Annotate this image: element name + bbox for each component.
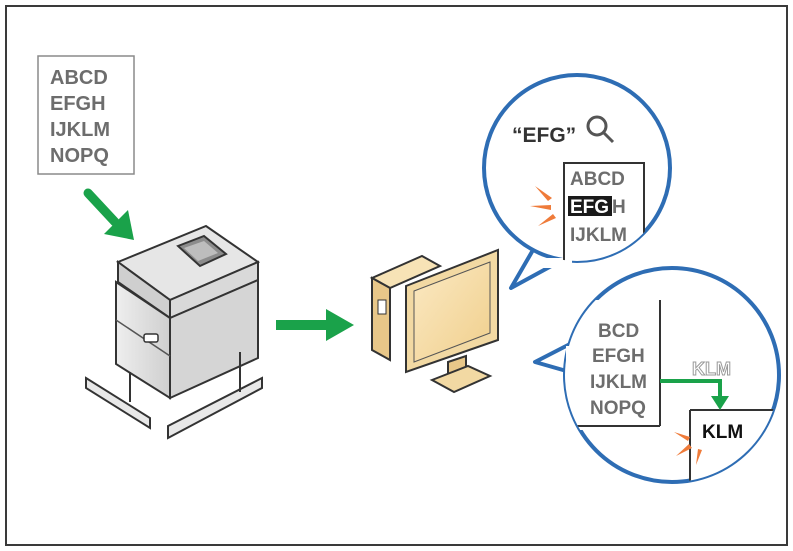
document-line-1: ABCD: [50, 67, 108, 89]
result-line-3: IJKLM: [570, 225, 627, 246]
search-query: “EFG”: [512, 124, 576, 147]
document-line-2: EFGH: [50, 93, 106, 115]
multifunction-printer-icon: [85, 224, 263, 440]
document-line-4: NOPQ: [50, 145, 109, 167]
pasted-text: KLM: [702, 422, 743, 443]
transfer-arrow-icon: [276, 309, 354, 341]
search-bubble: “EFG” ABCD EFG H IJKLM: [482, 73, 672, 290]
emphasis-marks-icon: [530, 186, 556, 226]
copy-line-4: NOPQ: [590, 398, 646, 419]
source-document: ABCD EFGH IJKLM NOPQ: [37, 55, 135, 175]
copy-bubble: BCD EFGH IJKLM NOPQ KLM KLM: [533, 266, 781, 484]
feed-arrow-icon: [83, 188, 134, 240]
copy-line-2: EFGH: [592, 346, 645, 367]
highlight-text: EFG: [570, 197, 609, 218]
document-paper: [37, 55, 135, 175]
highlight-box: [568, 196, 612, 216]
paste-emphasis-marks-icon: [674, 432, 702, 465]
document-line-3: IJKLM: [50, 119, 110, 141]
copy-arrow-icon: [660, 379, 729, 410]
frame-border: [5, 5, 788, 546]
copy-source-document: [565, 300, 660, 430]
result-line-1: ABCD: [570, 169, 625, 190]
highlight-rest: H: [612, 197, 626, 218]
copied-ghost-text: KLM: [692, 359, 731, 379]
copy-line-3: IJKLM: [590, 372, 647, 393]
magnifier-icon: [586, 115, 615, 144]
computer-icon: [369, 248, 499, 394]
copy-line-1: BCD: [598, 321, 639, 342]
